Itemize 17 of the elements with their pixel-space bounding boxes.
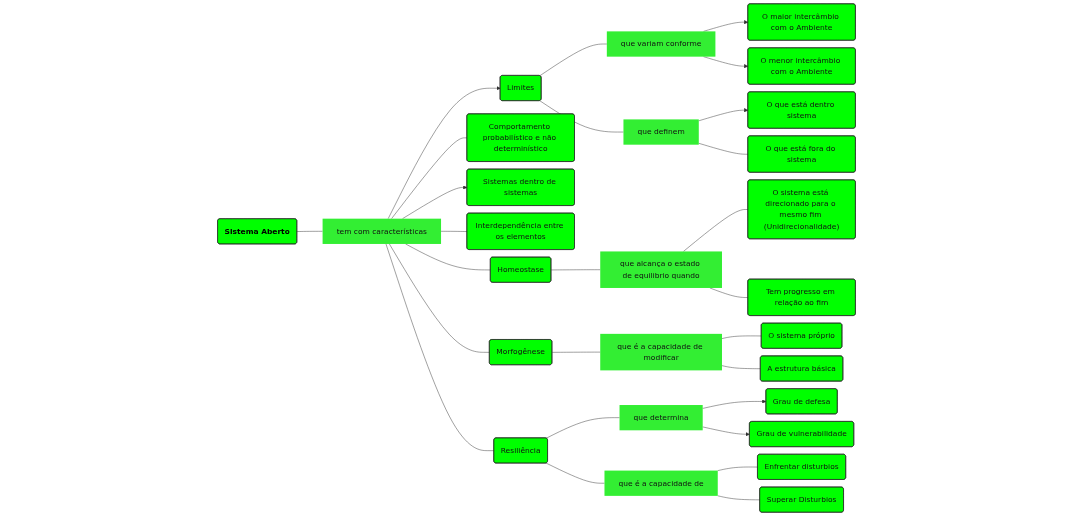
connector bbox=[405, 243, 491, 271]
connector bbox=[546, 462, 605, 484]
connector bbox=[683, 209, 749, 252]
connector bbox=[296, 231, 323, 232]
connector bbox=[546, 417, 620, 439]
connector bbox=[551, 269, 601, 271]
connector bbox=[698, 143, 749, 155]
connector bbox=[389, 243, 490, 353]
connector bbox=[440, 231, 468, 232]
connector bbox=[721, 365, 761, 369]
connector bbox=[721, 335, 762, 339]
connector bbox=[539, 43, 608, 76]
connector bbox=[717, 466, 758, 471]
connector bbox=[709, 287, 749, 298]
connector bbox=[717, 495, 761, 501]
connector bbox=[551, 351, 601, 353]
connector bbox=[385, 243, 495, 451]
